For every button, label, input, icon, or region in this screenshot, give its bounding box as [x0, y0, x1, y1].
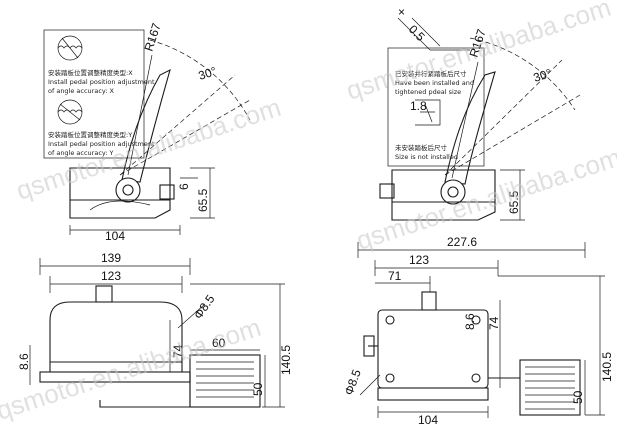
note-r-cn1: 已安装并行紧踏板后尺寸	[395, 69, 467, 78]
base-left	[69, 167, 171, 219]
pedal-height-br: 50	[571, 390, 585, 404]
height-total-br: 140.5	[600, 352, 614, 382]
width-inner-bl: 123	[101, 269, 121, 283]
angle-label: 30°	[197, 64, 219, 83]
pivot-right	[440, 179, 466, 205]
note-x-en1: Install pedal position adjustment	[48, 78, 155, 86]
depth-bl: 74	[171, 344, 185, 358]
depth-br: 74	[487, 316, 501, 330]
hole-br: Φ8.5	[342, 367, 364, 397]
radius-label: R167	[142, 21, 164, 53]
offset-71-br: 71	[388, 269, 402, 283]
note-x-en2: of angle accuracy: X	[48, 87, 115, 95]
svg-text:×: ×	[398, 5, 405, 19]
radius-arc	[149, 39, 251, 121]
pedal-bl	[189, 354, 261, 408]
motor-body-bl	[49, 301, 183, 373]
note-y-cn: 安装踏板位置调整精度类型:Y	[48, 130, 132, 139]
note-y-en1: Install pedal position adjustment	[48, 140, 155, 148]
note-y-en2: of angle accuracy: Y	[48, 149, 114, 157]
hole-bl: Φ8.5	[191, 292, 218, 322]
pivot-left	[115, 177, 141, 203]
offset-br: 8.6	[463, 313, 477, 330]
note-r-en1: Have been installed and	[395, 79, 474, 87]
base-right	[391, 169, 496, 221]
radius-arc-right	[469, 37, 576, 111]
note-x-cn: 安装踏板位置调整精度类型:X	[48, 68, 133, 77]
pedal-br	[519, 359, 581, 416]
note-r-en3: Size is not installed	[395, 153, 458, 161]
note-box-right	[387, 47, 485, 167]
flange-br	[377, 387, 489, 401]
offset-bl: 8.6	[17, 353, 31, 370]
height-total-right: 65.5	[507, 190, 521, 214]
pedal-arm-left	[121, 68, 171, 183]
shaft-br	[421, 291, 437, 311]
width-total-br: 227.6	[447, 235, 477, 249]
side-view-right: × 0.5 已安装并行紧踏板后尺寸 Have been installed an…	[379, 5, 581, 221]
tol-top-label: 0.5	[406, 22, 428, 44]
angle-label-right: 30°	[532, 66, 554, 85]
width-label-left: 104	[105, 229, 125, 243]
pedal-height-bl: 50	[251, 382, 265, 396]
tol-mid-label: 1.8	[410, 99, 427, 113]
width-total-bl: 139	[101, 251, 121, 265]
height-small-left: 6	[177, 183, 191, 190]
width-inner-br: 123	[409, 253, 429, 267]
connector-br	[363, 335, 375, 357]
shaft-bl	[95, 285, 113, 303]
note-r-en2: tightened pdeal size	[395, 88, 461, 96]
connector-left	[159, 184, 175, 200]
height-total-left: 65.5	[196, 188, 210, 212]
base-width-br: 104	[418, 413, 438, 427]
note-r-cn2: 未安装踏板后尺寸	[395, 143, 448, 152]
connector-right	[379, 183, 395, 199]
watermark-2: qsmotor.en.alibaba.com	[343, 0, 615, 106]
pedal-width-bl: 60	[212, 336, 226, 350]
height-total-bl: 140.5	[279, 345, 293, 375]
pedal-arm-right	[444, 71, 496, 185]
top-view-right: 227.6 123 71 104	[342, 235, 614, 427]
